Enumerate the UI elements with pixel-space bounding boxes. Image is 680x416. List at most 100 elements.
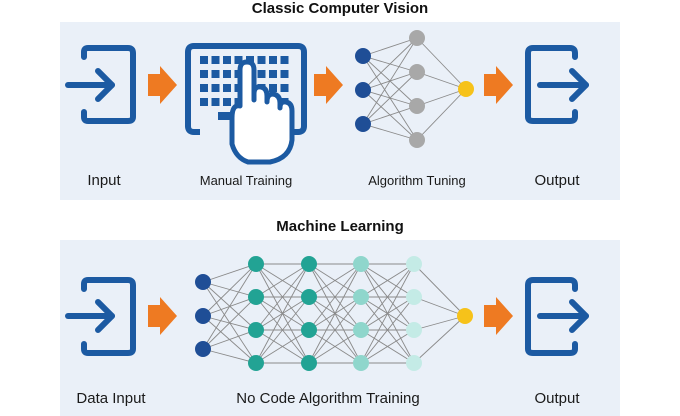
classic-network-links bbox=[362, 37, 467, 141]
classic-network-link bbox=[416, 88, 467, 107]
ml-network-node bbox=[406, 256, 422, 272]
input-label: Input bbox=[87, 172, 121, 189]
classic-network-node bbox=[355, 82, 371, 98]
ml-network-link bbox=[255, 263, 310, 364]
arrow-icon bbox=[148, 297, 177, 335]
key-icon bbox=[211, 98, 220, 106]
key-icon bbox=[280, 84, 289, 92]
ml-network-link bbox=[308, 263, 362, 331]
algorithm-tuning-label: Algorithm Tuning bbox=[368, 173, 466, 188]
ml-network-link bbox=[308, 329, 362, 364]
ml-network-node bbox=[195, 341, 211, 357]
ml-network-link bbox=[360, 263, 415, 331]
ml-network-link bbox=[413, 315, 466, 331]
no-code-training-label: No Code Algorithm Training bbox=[236, 390, 420, 407]
classic-network-node bbox=[458, 81, 474, 97]
classic-network-link bbox=[362, 71, 418, 125]
ml-network-link bbox=[202, 348, 257, 364]
classic-network-nodes bbox=[355, 30, 474, 148]
ml-network-link bbox=[413, 296, 466, 317]
classic-network-link bbox=[362, 105, 418, 125]
key-icon bbox=[280, 56, 289, 64]
ml-network-node bbox=[406, 322, 422, 338]
ml-network-nodes bbox=[195, 256, 473, 371]
output-icon bbox=[525, 277, 589, 356]
ml-network-links bbox=[202, 263, 466, 364]
ml-network-node bbox=[301, 355, 317, 371]
keyboard-hand-icon bbox=[185, 43, 307, 165]
ml-network-link bbox=[308, 263, 362, 298]
classic-network-node bbox=[409, 30, 425, 46]
ml-network-link bbox=[360, 329, 415, 364]
ml-network-node bbox=[195, 274, 211, 290]
ml-network-node bbox=[406, 289, 422, 305]
key-icon bbox=[200, 70, 208, 78]
machine-learning-title: Machine Learning bbox=[276, 218, 404, 235]
key-icon bbox=[257, 70, 266, 78]
ml-network-node bbox=[301, 256, 317, 272]
ml-network-link bbox=[308, 263, 362, 364]
classic-network-node bbox=[409, 132, 425, 148]
ml-network-node bbox=[195, 308, 211, 324]
ml-network-link bbox=[255, 263, 310, 298]
classic-network-node bbox=[409, 98, 425, 114]
ml-network-node bbox=[301, 322, 317, 338]
ml-network-link bbox=[255, 329, 310, 364]
classic-network-link bbox=[362, 123, 418, 141]
classic-network-node bbox=[355, 116, 371, 132]
key-icon bbox=[234, 56, 243, 64]
classic-network-link bbox=[416, 88, 467, 141]
ml-network-link bbox=[413, 263, 466, 317]
classic-cv-title: Classic Computer Vision bbox=[251, 0, 429, 17]
ml-network-link bbox=[360, 263, 415, 364]
classic-network-link bbox=[362, 37, 418, 91]
classic-network-link bbox=[362, 37, 418, 125]
classic-network-link bbox=[416, 37, 467, 90]
ml-network-link bbox=[360, 263, 415, 298]
data-input-icon bbox=[65, 277, 136, 356]
ml-network-link bbox=[202, 329, 257, 350]
ml-network-node bbox=[301, 289, 317, 305]
key-icon bbox=[211, 56, 220, 64]
key-icon bbox=[223, 56, 231, 64]
key-icon bbox=[200, 84, 208, 92]
data-input-label: Data Input bbox=[76, 390, 146, 407]
ml-network-node bbox=[248, 289, 264, 305]
ml-network-node bbox=[457, 308, 473, 324]
key-icon bbox=[200, 56, 208, 64]
ml-network-link bbox=[308, 296, 362, 364]
classic-network-link bbox=[416, 71, 467, 90]
ml-network-node bbox=[353, 322, 369, 338]
key-icon bbox=[269, 70, 277, 78]
arrow-icon bbox=[314, 66, 343, 104]
key-icon bbox=[269, 56, 277, 64]
ml-network-link bbox=[202, 263, 257, 283]
key-icon bbox=[211, 70, 220, 78]
ml-network-link bbox=[202, 296, 257, 350]
key-icon bbox=[223, 70, 231, 78]
ml-network-link bbox=[255, 263, 310, 331]
ml-network-link bbox=[255, 296, 310, 364]
ml-network-link bbox=[413, 315, 466, 364]
key-icon bbox=[223, 84, 231, 92]
ml-network-node bbox=[353, 256, 369, 272]
key-icon bbox=[269, 84, 277, 92]
ml-network-link bbox=[202, 263, 257, 350]
key-icon bbox=[280, 70, 289, 78]
ml-network-node bbox=[248, 322, 264, 338]
arrow-icon bbox=[484, 297, 513, 335]
key-icon bbox=[223, 98, 231, 106]
ml-network-node bbox=[353, 289, 369, 305]
input-icon bbox=[65, 45, 136, 124]
ml-network-node bbox=[248, 256, 264, 272]
classic-network-node bbox=[355, 48, 371, 64]
ml-network-node bbox=[353, 355, 369, 371]
ml-network-node bbox=[248, 355, 264, 371]
ml-network-link bbox=[360, 296, 415, 364]
key-icon bbox=[200, 98, 208, 106]
output-label: Output bbox=[534, 390, 580, 407]
classic-network-node bbox=[409, 64, 425, 80]
arrow-icon bbox=[148, 66, 177, 104]
ml-network-node bbox=[406, 355, 422, 371]
